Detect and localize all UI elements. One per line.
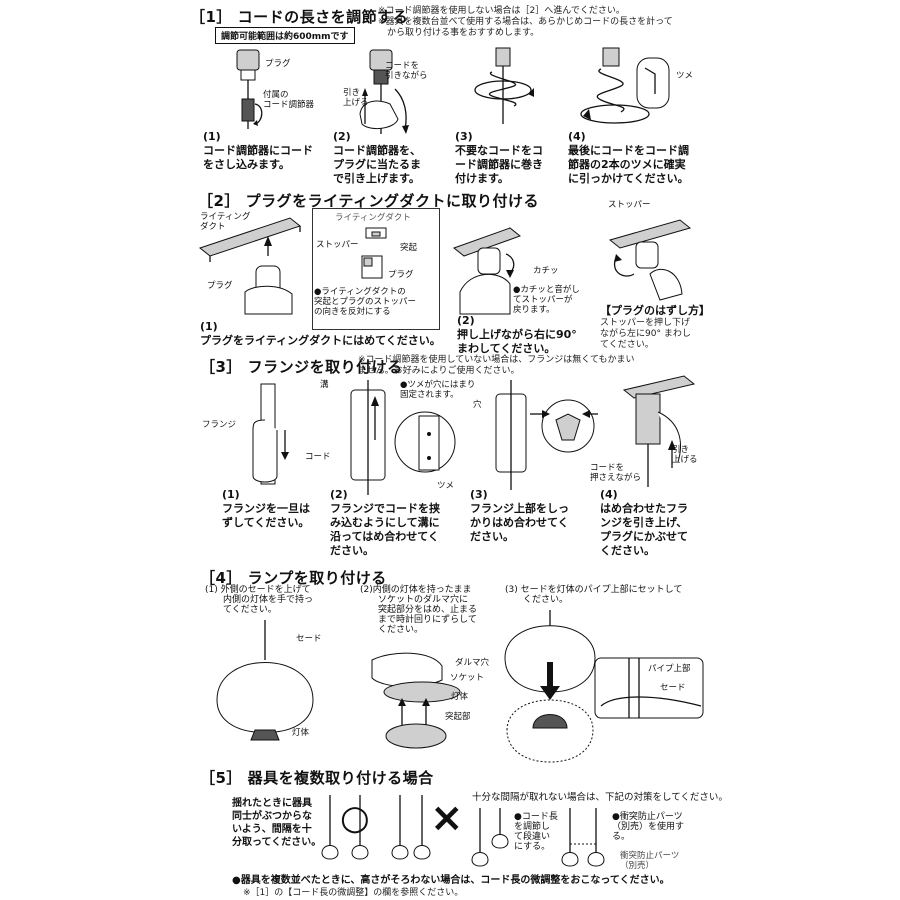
- fig-plug-rotate: [452, 227, 522, 315]
- label-socket: ソケット: [450, 673, 485, 683]
- s3-step-2: (2) フランジでコードを挟 み込むようにして溝に 沿ってはめ合わせてく ださい…: [330, 488, 440, 557]
- box-label-protrusion: 突起: [400, 243, 418, 253]
- box-label-plug: プラグ: [388, 270, 414, 280]
- s4-step-2: (2)内側の灯体を持ったまま ソケットのダルマ穴に 突起部分をはめ、止まる まで…: [360, 585, 478, 635]
- label-claw-2: ツメ: [437, 481, 455, 491]
- fig-shade-set: [504, 610, 704, 763]
- s3-step-4: (4) はめ合わせたフラ ンジを引き上げ、 プラグにかぶせて ください。: [600, 488, 688, 557]
- remove-text: ストッパーを押し下げ ながら左に90° まわし てください。: [600, 318, 691, 350]
- fig-flange-top: [495, 380, 598, 490]
- section-1-title: ［1］ コードの長さを調節する: [190, 8, 409, 26]
- s1-step-4: (4) 最後にコードをコード調 節器の2本のツメに確実 に引っかけてください。: [568, 130, 689, 185]
- s1-step-2: (2) コード調節器を、 プラグに当たるま で引き上げます。: [333, 130, 421, 185]
- label-shade-2: セード: [660, 683, 686, 693]
- label-pull: 引き 上げる: [343, 88, 369, 108]
- section-5-title: ［5］ 器具を複数取り付ける場合: [200, 769, 434, 787]
- label-body: 灯体: [292, 728, 310, 738]
- label-pipe: パイプ上部: [648, 664, 691, 674]
- label-holding: コードを 押さえながら: [590, 463, 642, 483]
- s4-step-3: (3) セードを灯体のパイプ上部にセットして ください。: [505, 585, 683, 605]
- s5-footer-2: ※［1］の【コード長の微調整】の欄を参照ください。: [243, 888, 464, 898]
- fig-plug-remove: [608, 219, 692, 301]
- s1-step-3: (3) 不要なコードをコ ード調節器に巻き 付けます。: [455, 130, 543, 185]
- click-note: ●カチッと音がし てストッパーが 戻ります。: [513, 285, 580, 315]
- s2-step-2: (2) 押し上げながら右に90° まわしてください。: [457, 314, 577, 355]
- s5-footer-1: ●器具を複数並べたときに、高さがそろわない場合は、コード長の微調整をおこなってく…: [232, 875, 670, 886]
- claw-note: ●ツメが穴にはまり 固定されます。: [400, 380, 476, 400]
- adjust-range-box: 調節可能範囲は約600mmです: [215, 27, 355, 44]
- box-note: ●ライティングダクトの 突起とプラグのストッパー の向きを反対にする: [314, 287, 417, 317]
- s4-step-1: (1) 外側のセードを上げて 内側の灯体を手で持っ てください。: [205, 585, 314, 615]
- label-flange: フランジ: [202, 420, 237, 430]
- fig-cord-hook: [580, 47, 670, 124]
- section-3-note: ※コード調節器を使用していない場合は、フランジは無くてもかまい ません。お好みに…: [358, 355, 635, 376]
- label-stopper: ストッパー: [608, 200, 651, 210]
- section-1-note: ※コード調節器を使用しない場合は［2］へ進んでください。 ※器具を複数台並べて使…: [378, 6, 673, 38]
- label-daruma: ダルマ穴: [455, 658, 490, 668]
- fig-plug-insert: [198, 217, 302, 315]
- fig-cord-wind: [474, 47, 534, 124]
- label-duct: ライティング ダクト: [200, 212, 251, 232]
- fig-lamp-hold: [216, 620, 314, 741]
- label-groove: 溝: [320, 380, 329, 390]
- box-label-duct: ライティングダクト: [335, 213, 411, 223]
- remove-title: 【プラグのはずし方】: [600, 304, 710, 317]
- s5-option-1: ●コード長 を調節し て段違い にする。: [514, 812, 558, 852]
- fig-adjuster-insert: [236, 49, 263, 129]
- s1-step-1: (1) コード調節器にコード をさし込みます。: [203, 130, 313, 171]
- label-protrusion: 突起部: [445, 712, 471, 722]
- orientation-box: [312, 208, 440, 330]
- fig-adjuster-pull: [359, 49, 409, 134]
- section-3-title: ［3］ フランジを取り付ける: [200, 358, 403, 376]
- label-plug: プラグ: [265, 59, 291, 69]
- label-pull-2: 引き 上げる: [672, 445, 698, 465]
- label-cord: コード: [305, 452, 331, 462]
- label-click: カチッ: [533, 266, 559, 276]
- s3-step-1: (1) フランジを一旦は ずしてください。: [222, 488, 310, 529]
- label-plug-2: プラグ: [207, 281, 233, 291]
- ng-mark: ×: [430, 795, 464, 841]
- s3-step-3: (3) フランジ上部をしっ かりはめ合わせてく ださい。: [470, 488, 569, 543]
- s5-left-text: 揺れたときに器具 同士がぶつからな いよう、間隔を十 分取ってください。: [232, 798, 322, 848]
- fig-flange-raise: [622, 375, 696, 487]
- section-4-title: ［4］ ランプを取り付ける: [200, 569, 387, 587]
- label-pulling: コードを 引きながら: [385, 61, 428, 81]
- label-hole: 穴: [473, 400, 482, 410]
- s5-option-2: ●衝突防止パーツ （別売）を使用す る。: [612, 812, 685, 842]
- label-adjuster: 付属の コード調節器: [263, 90, 315, 110]
- box-label-stopper: ストッパー: [316, 240, 359, 250]
- label-shade: セード: [296, 634, 322, 644]
- ok-mark: ○: [340, 798, 370, 838]
- fig-spacing: [321, 795, 431, 860]
- label-body-2: 灯体: [451, 692, 469, 702]
- s2-step-1: (1) プラグをライティングダクトにはめてください。: [200, 320, 441, 347]
- s5-part-label: 衝突防止パーツ （別売）: [620, 851, 680, 871]
- fig-orientation: [361, 227, 387, 279]
- fig-flange-groove: [350, 380, 456, 495]
- fig-countermeasures: [471, 808, 605, 867]
- s5-right-title: 十分な間隔が取れない場合は、下記の対策をしてください。: [472, 792, 728, 803]
- fig-flange-remove: [252, 383, 289, 485]
- fig-socket-attach: [371, 652, 461, 749]
- label-claw: ツメ: [676, 71, 694, 81]
- section-2-title: ［2］ プラグをライティングダクトに取り付ける: [198, 192, 539, 210]
